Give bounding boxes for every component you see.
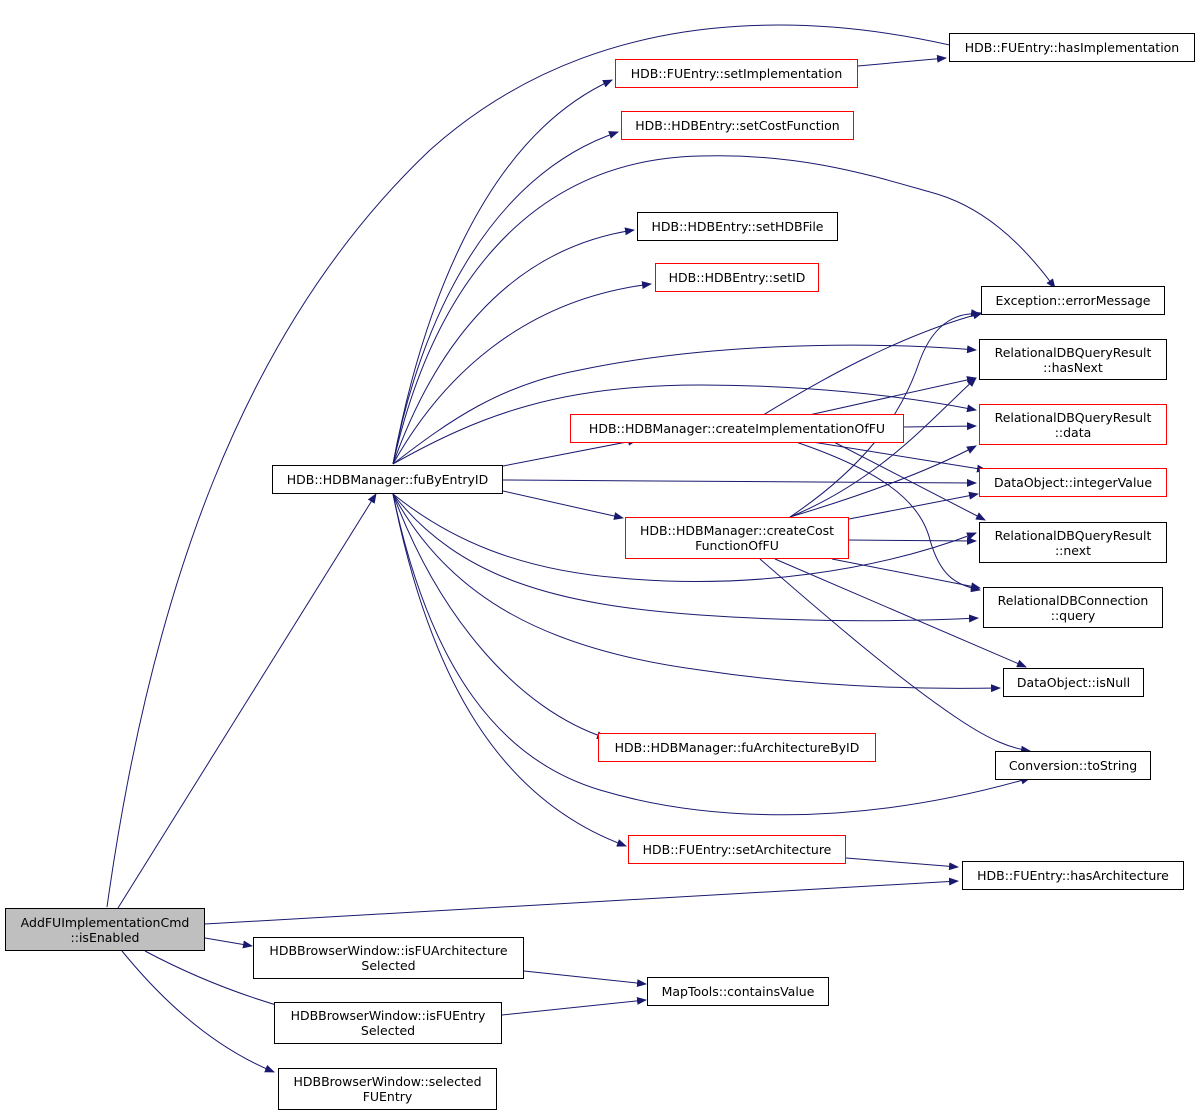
node-label: HDB::HDBManager::fuArchitectureByID	[614, 740, 860, 755]
node-fu-architecture-by-id[interactable]: HDB::HDBManager::fuArchitectureByID	[598, 733, 876, 762]
edge-root-is-fu-entry-selected	[144, 950, 291, 1011]
edge-fu-set-hdb-file	[392, 227, 635, 465]
node-label: RelationalDBQueryResult	[994, 527, 1152, 543]
edge-create-impl-next	[829, 439, 986, 521]
node-error-message[interactable]: Exception::errorMessage	[981, 286, 1165, 315]
node-label: Selected	[361, 958, 416, 973]
edge-create-cost-data	[789, 445, 977, 518]
edge-arch-selected-contains	[523, 970, 647, 988]
edge-create-cost-query	[831, 558, 981, 591]
node-contains-value[interactable]: MapTools::containsValue	[647, 977, 829, 1006]
node-root-is-enabled[interactable]: AddFUImplementationCmd ::isEnabled	[5, 908, 205, 951]
edge-create-cost-next	[848, 536, 977, 545]
edge-create-impl-has-next	[799, 376, 977, 418]
node-is-null[interactable]: DataObject::isNull	[1003, 668, 1144, 697]
node-to-string[interactable]: Conversion::toString	[995, 751, 1151, 780]
node-query[interactable]: RelationalDBConnection ::query	[983, 587, 1163, 628]
node-label: HDB::FUEntry::hasArchitecture	[977, 868, 1169, 883]
edge-fu-error-message	[392, 155, 1056, 465]
node-label: HDB::HDBEntry::setCostFunction	[635, 118, 840, 133]
node-label: HDB::FUEntry::hasImplementation	[964, 40, 1180, 55]
node-label: HDBBrowserWindow::isFUArchitecture	[269, 943, 508, 958]
node-set-hdb-file[interactable]: HDB::HDBEntry::setHDBFile	[637, 212, 838, 241]
node-label: HDB::FUEntry::setArchitecture	[642, 842, 832, 857]
node-is-fu-architecture-selected[interactable]: HDBBrowserWindow::isFUArchitecture Selec…	[253, 937, 524, 979]
edge-fu-set-architecture	[392, 493, 627, 847]
edge-fu-arch-by-id	[392, 493, 607, 740]
edge-root-selected-fu-entry	[121, 950, 275, 1073]
node-label: DataObject::isNull	[1016, 675, 1131, 690]
edge-create-cost-error-message	[789, 309, 981, 518]
edge-fu-integer-value	[502, 478, 977, 487]
node-label: HDB::HDBManager::createImplementationOfF…	[588, 421, 886, 436]
node-set-architecture[interactable]: HDB::FUEntry::setArchitecture	[628, 835, 846, 864]
node-label: RelationalDBConnection	[997, 592, 1149, 608]
node-label: DataObject::integerValue	[993, 475, 1153, 490]
node-label: RelationalDBQueryResult	[994, 409, 1152, 425]
edge-root-has-implementation	[106, 24, 1009, 908]
node-has-next[interactable]: RelationalDBQueryResult ::hasNext	[979, 339, 1167, 380]
node-label: HDB::HDBEntry::setID	[668, 270, 806, 285]
node-label: ::isEnabled	[70, 929, 140, 945]
edge-fu-create-cost	[502, 490, 624, 520]
node-is-fu-entry-selected[interactable]: HDBBrowserWindow::isFUEntry Selected	[274, 1002, 502, 1044]
node-label: Selected	[360, 1023, 416, 1038]
node-label: Conversion::toString	[1008, 758, 1138, 773]
node-label: HDBBrowserWindow::selected	[293, 1074, 482, 1089]
edge-create-impl-error-message	[759, 311, 983, 418]
node-label: HDB::FUEntry::setImplementation	[630, 66, 843, 81]
edge-fu-set-id	[392, 281, 652, 465]
node-set-implementation[interactable]: HDB::FUEntry::setImplementation	[615, 59, 858, 88]
edge-fu-is-null	[392, 493, 1001, 693]
node-set-cost-function[interactable]: HDB::HDBEntry::setCostFunction	[621, 111, 854, 140]
edge-create-cost-has-next	[789, 377, 977, 518]
node-fu-by-entry-id[interactable]: HDB::HDBManager::fuByEntryID	[272, 465, 503, 494]
node-has-architecture[interactable]: HDB::FUEntry::hasArchitecture	[962, 861, 1184, 890]
node-label: HDBBrowserWindow::isFUEntry	[290, 1008, 486, 1023]
edge-fu-set-cost-function	[392, 131, 619, 465]
edge-fu-set-implementation	[392, 79, 613, 465]
node-label: HDB::HDBEntry::setHDBFile	[651, 219, 824, 234]
edge-fu-query	[392, 493, 979, 623]
edge-create-cost-integer-value	[848, 491, 979, 520]
node-create-cost-function-of-fu[interactable]: HDB::HDBManager::createCost FunctionOfFU	[625, 517, 849, 559]
node-label: Exception::errorMessage	[995, 293, 1151, 308]
node-data[interactable]: RelationalDBQueryResult ::data	[979, 404, 1167, 445]
node-label: MapTools::containsValue	[661, 984, 815, 999]
edge-fu-has-next	[392, 344, 977, 465]
node-has-implementation[interactable]: HDB::FUEntry::hasImplementation	[949, 33, 1195, 62]
node-label: HDB::HDBManager::fuByEntryID	[286, 472, 489, 487]
edge-root-is-fu-arch-selected	[204, 937, 253, 949]
edge-fu-create-impl	[502, 437, 638, 467]
edge-create-impl-query	[789, 439, 981, 593]
node-label: ::hasNext	[1043, 359, 1103, 375]
edge-set-arch-has-arch	[845, 857, 959, 871]
node-label: FUEntry	[362, 1089, 413, 1104]
edge-root-fu-by-entry-id	[117, 493, 377, 909]
node-label: RelationalDBQueryResult	[994, 344, 1152, 360]
node-create-implementation-of-fu[interactable]: HDB::HDBManager::createImplementationOfF…	[570, 414, 904, 443]
edge-create-impl-data	[903, 422, 977, 431]
node-selected-fu-entry[interactable]: HDBBrowserWindow::selected FUEntry	[278, 1068, 497, 1110]
node-label: ::query	[1050, 607, 1096, 623]
node-label: ::data	[1054, 424, 1092, 440]
node-label: FunctionOfFU	[695, 538, 779, 553]
edge-create-cost-is-null	[774, 558, 1027, 668]
edge-root-has-architecture	[204, 877, 959, 925]
node-next[interactable]: RelationalDBQueryResult ::next	[979, 522, 1167, 563]
edge-fu-to-string	[392, 493, 1031, 816]
node-set-id[interactable]: HDB::HDBEntry::setID	[655, 263, 819, 292]
edge-fu-next	[392, 493, 977, 582]
edge-set-impl-has-impl	[857, 54, 947, 67]
node-integer-value[interactable]: DataObject::integerValue	[979, 468, 1167, 497]
edge-entry-selected-contains	[501, 996, 647, 1016]
node-label: AddFUImplementationCmd	[20, 914, 190, 930]
node-label: HDB::HDBManager::createCost	[639, 523, 835, 538]
edge-create-cost-to-string	[759, 558, 1031, 754]
node-label: ::next	[1054, 542, 1092, 558]
